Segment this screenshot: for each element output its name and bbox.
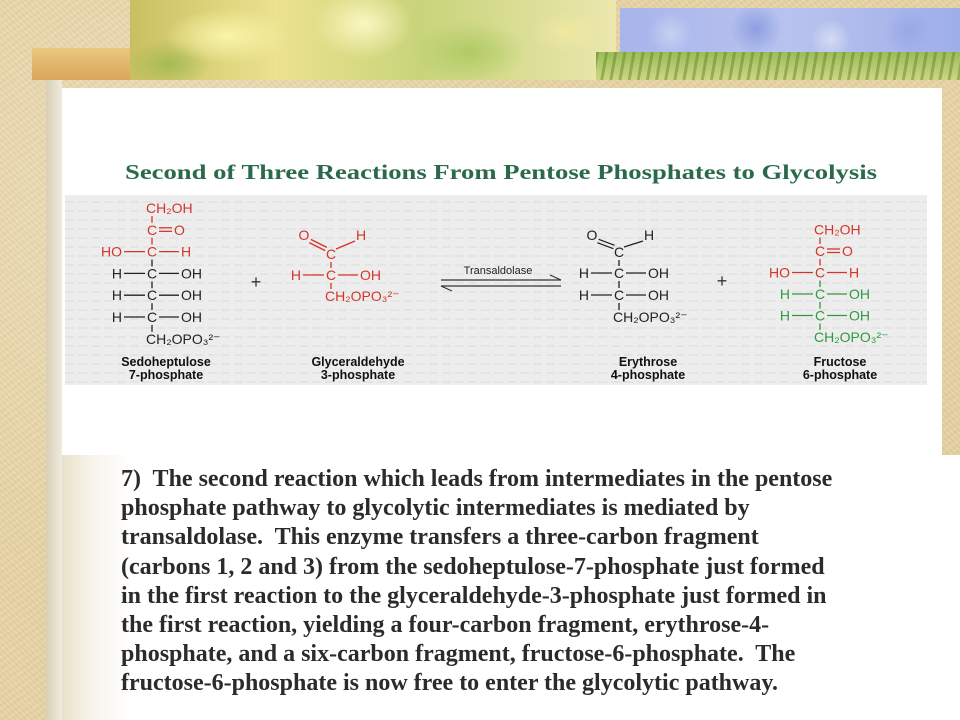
paragraph-line: phosphate pathway to glycolytic intermed… [121,495,750,522]
paragraph-line: the first reaction, yielding a four-carb… [121,611,770,638]
paragraph-line: (carbons 1, 2 and 3) from the sedoheptul… [121,553,825,580]
carbon-atom-label: C [147,309,157,325]
substituent-right-label: OH [648,287,669,303]
enzyme-label: Transaldolase [464,265,533,277]
substituent-left-label: H [780,286,790,302]
compound-subname-label: 4-phosphate [611,368,685,382]
carbonyl-oxygen-label: O [842,243,853,259]
double-bond-line [310,238,328,248]
carbon-atom-label: C [326,267,336,283]
reaction-diagram: Second of Three Reactions From Pentose P… [65,160,927,385]
bond-line [335,240,356,250]
carbonyl-carbon-label: C [815,243,825,259]
aldehyde-carbon-label: C [614,244,624,260]
plus-sign: + [717,271,728,291]
compound-name-label: Glyceraldehyde [311,355,404,369]
compound-name-label: Erythrose [619,355,677,369]
substituent-left-label: H [112,287,122,303]
banner-leaf-photo [130,0,616,80]
diagram-title: Second of Three Reactions From Pentose P… [125,160,877,184]
substituent-left-label: H [780,308,790,324]
left-shadow-bar [46,80,62,720]
substituent-right-label: OH [849,308,870,324]
substituent-right-label: OH [181,287,202,303]
paragraph-line: fructose-6-phosphate is now free to ente… [121,670,779,697]
hydroxymethyl-group-label: CH₂OH [814,222,861,238]
equilibrium-arrows [440,274,562,292]
banner-grass-strip [596,52,960,80]
carbonyl-oxygen-label: O [174,222,185,238]
phosphate-group-label: CH₂OPO₃²⁻ [146,331,221,347]
aldehyde-hydrogen-label: H [356,227,366,243]
carbon-atom-label: C [147,287,157,303]
bond-line [623,240,644,248]
paragraph-line: 7) The second reaction which leads from … [121,466,833,492]
aldehyde-oxygen-label: O [299,227,310,243]
substituent-left-label: H [112,309,122,325]
substituent-right-label: OH [648,265,669,281]
substituent-right-label: OH [181,265,202,281]
compound-subname-label: 6-phosphate [803,368,877,382]
banner-flower-photo [620,8,960,60]
aldehyde-oxygen-label: O [587,227,598,243]
substituent-left-label: H [112,265,122,281]
substituent-right-label: OH [181,309,202,325]
reverse-arrow-head [440,285,453,292]
phosphate-group-label: CH₂OPO₃²⁻ [613,309,688,325]
substituent-right-label: OH [849,286,870,302]
double-bond-line [597,242,614,250]
carbon-atom-label: C [147,265,157,281]
substituent-left-label: H [291,267,301,283]
compound-subname-label: 3-phosphate [321,368,395,382]
carbon-atom-label: C [815,286,825,302]
compound-name-label: Sedoheptulose [121,355,211,369]
aldehyde-hydrogen-label: H [644,227,654,243]
explanation-paragraph: 7) The second reaction which leads from … [121,465,941,699]
compound-subname-label: 7-phosphate [129,368,203,382]
double-bond-line [308,242,326,252]
substituent-left-label: H [579,265,589,281]
phosphate-group-label: CH₂OPO₃²⁻ [814,329,889,345]
aldehyde-carbon-label: C [326,246,336,262]
paragraph-line: transaldolase. This enzyme transfers a t… [121,524,759,551]
substituent-left-label: HO [101,244,122,260]
carbonyl-carbon-label: C [147,222,157,238]
carbon-atom-label: C [815,308,825,324]
carbon-atom-label: C [614,287,624,303]
reaction-background [65,195,927,385]
carbon-atom-label: C [815,265,825,281]
text-panel [62,455,960,720]
compound-name-label: Fructose [814,355,867,369]
forward-arrow-head [549,274,562,281]
paragraph-line: phosphate, and a six-carbon fragment, fr… [121,641,796,668]
paragraph-line: in the first reaction to the glyceraldeh… [121,582,827,609]
carbon-atom-label: C [147,244,157,260]
substituent-left-label: H [579,287,589,303]
phosphate-group-label: CH₂OPO₃²⁻ [325,288,400,304]
carbon-atom-label: C [614,265,624,281]
substituent-right-label: H [849,265,859,281]
substituent-left-label: HO [769,265,790,281]
double-bond-line [598,238,615,246]
substituent-right-label: H [181,244,191,260]
hydroxymethyl-group-label: CH₂OH [146,200,193,216]
substituent-right-label: OH [360,267,381,283]
plus-sign: + [251,272,262,292]
